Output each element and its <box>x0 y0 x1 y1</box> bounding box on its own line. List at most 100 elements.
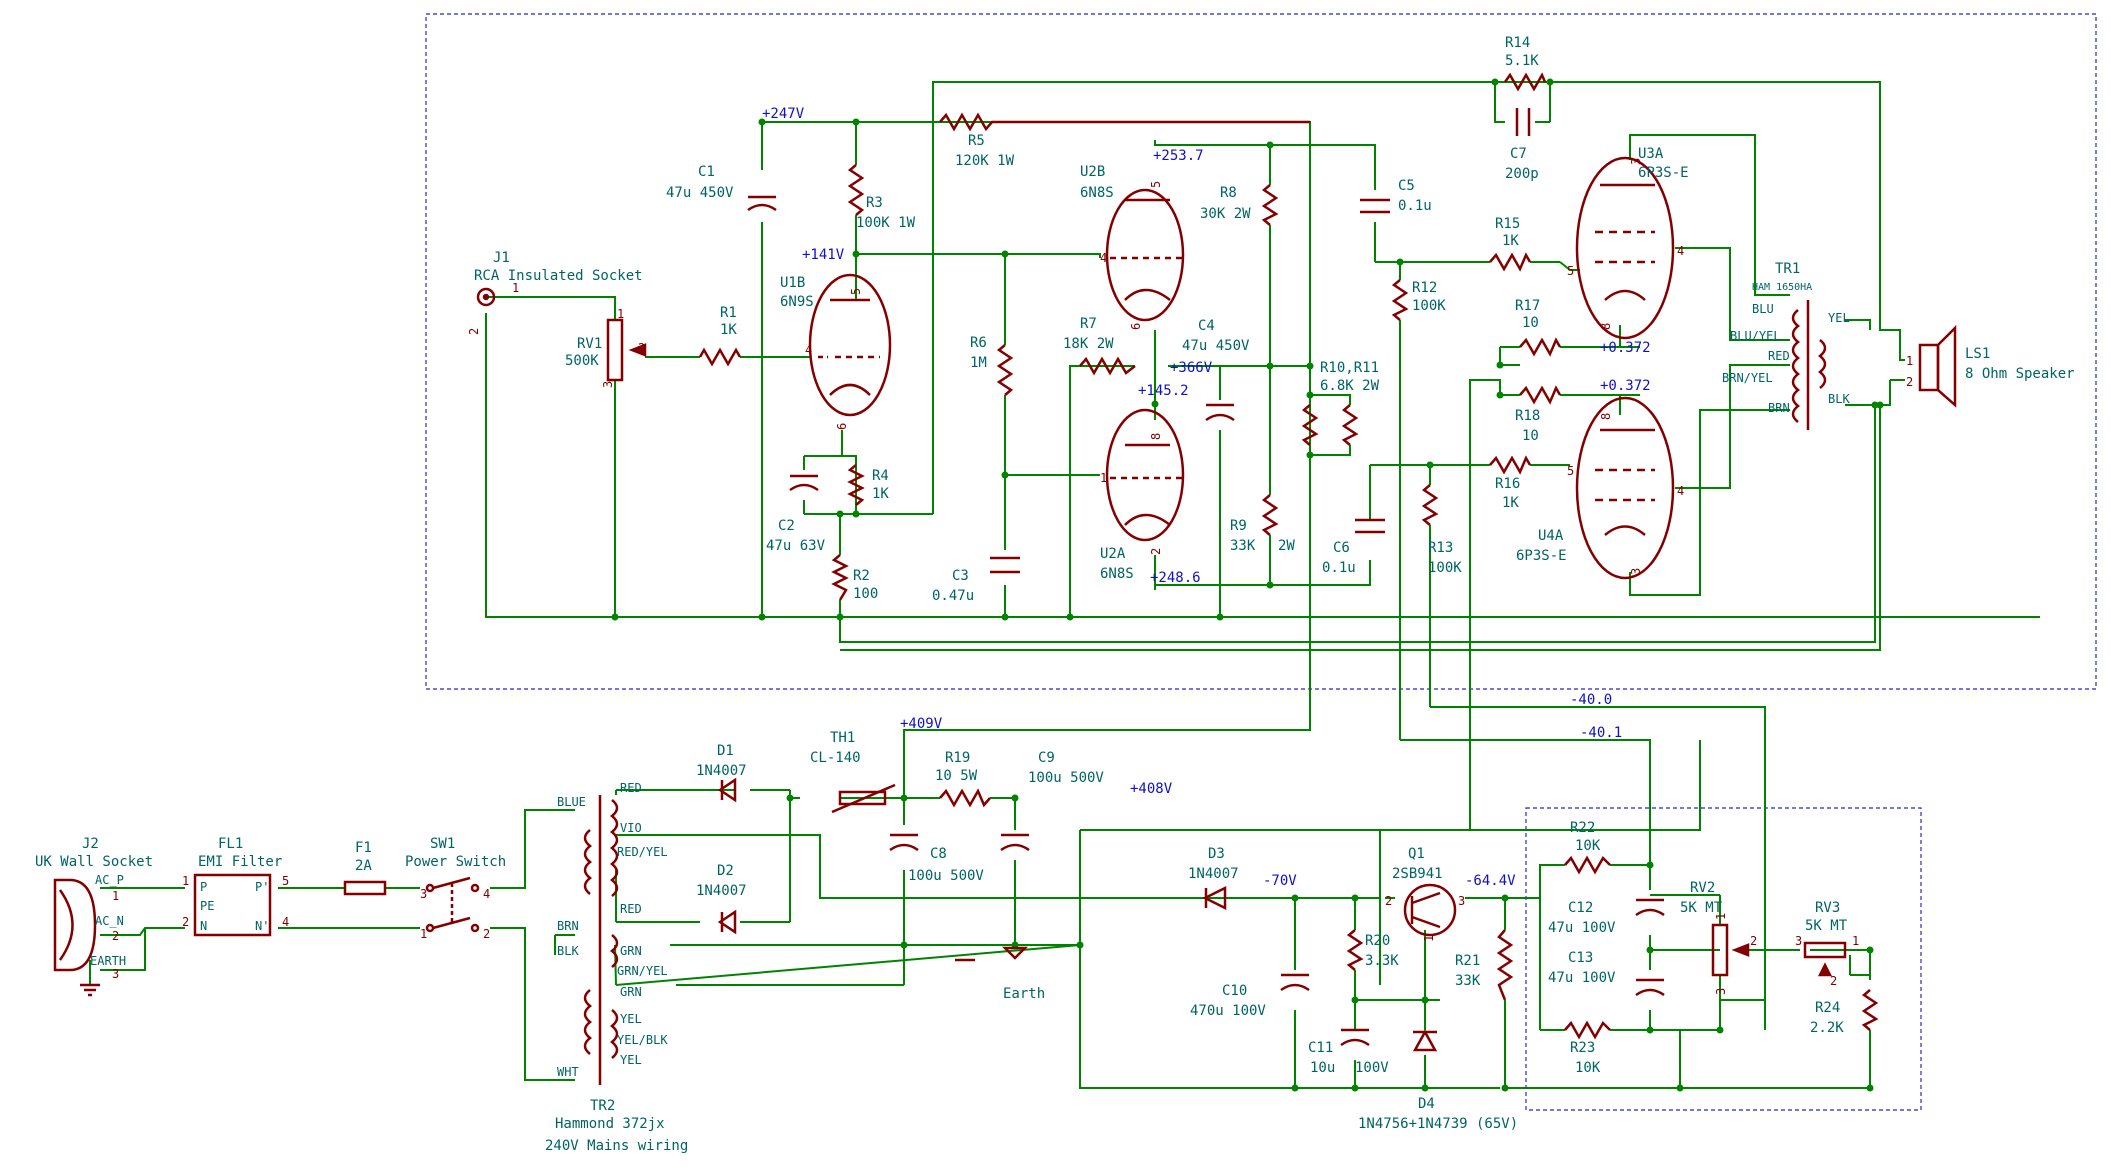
net-0372a: +0.372 <box>1600 340 1651 356</box>
pin-grnyel: GRN/YEL <box>617 964 668 978</box>
pin-names: BLU BLU/YEL RED BRN/YEL BRN YEL BLK BLUE… <box>90 302 1850 1079</box>
svg-text:8: 8 <box>1149 433 1163 440</box>
label-val-q1: 2SB941 <box>1392 866 1443 882</box>
pin-blk: BLK <box>1828 392 1850 406</box>
svg-text:2: 2 <box>1149 548 1163 555</box>
wires <box>89 81 2040 1089</box>
pin-redyel2: RED/YEL <box>617 845 668 859</box>
label-ref-r15: R15 <box>1495 216 1520 232</box>
label-ref-c9: C9 <box>1038 750 1055 766</box>
label-val-r22: 10K <box>1575 838 1601 854</box>
svg-text:3: 3 <box>112 967 119 981</box>
svg-text:2: 2 <box>1906 375 1913 389</box>
label-val-c5: 0.1u <box>1398 198 1432 214</box>
pin-red2a: RED <box>620 781 642 795</box>
pin-blk2: BLK <box>557 944 579 958</box>
label-ref-c8: C8 <box>930 846 947 862</box>
pin-yel: YEL <box>1828 311 1850 325</box>
label-val-u2b: 6N8S <box>1080 185 1114 201</box>
label-ref-r16: R16 <box>1495 476 1520 492</box>
pin-yel2a: YEL <box>620 1012 642 1026</box>
label-val-f1: 2A <box>355 858 372 874</box>
label-val-r6: 1M <box>970 355 987 371</box>
svg-text:3: 3 <box>420 887 427 901</box>
svg-text:1: 1 <box>617 307 624 321</box>
label-val-c8: 100u 500V <box>908 868 984 884</box>
svg-text:4: 4 <box>483 887 490 901</box>
svg-text:4: 4 <box>1100 251 1107 265</box>
label-ref-tr1: TR1 <box>1775 261 1800 277</box>
label-val-r4: 1K <box>872 486 889 502</box>
label-ref-ls1: LS1 <box>1965 346 1990 362</box>
pin-fn2: N' <box>255 919 269 933</box>
label-ref-th1: TH1 <box>830 730 855 746</box>
label-val-j1: RCA Insulated Socket <box>474 268 643 284</box>
svg-text:4: 4 <box>282 915 289 929</box>
net-labels: +247V +141V +253.7 +366V +145.2 +248.6 +… <box>762 106 1651 889</box>
svg-text:5: 5 <box>1149 181 1163 188</box>
label-val-r14: 5.1K <box>1505 53 1539 69</box>
label-ref-r9: R9 <box>1230 518 1247 534</box>
label-ref-u2a: U2A <box>1100 546 1126 562</box>
pin-brn: BRN <box>1768 401 1790 415</box>
label-ref-q1: Q1 <box>1408 846 1425 862</box>
svg-text:3: 3 <box>1458 894 1465 908</box>
svg-text:3: 3 <box>1714 988 1728 995</box>
label-val-c13: 47u 100V <box>1548 970 1616 986</box>
pin-vio: VIO <box>620 821 642 835</box>
svg-text:1: 1 <box>1906 354 1913 368</box>
label-ref-r3: R3 <box>866 195 883 211</box>
label-ref-r17: R17 <box>1515 298 1540 314</box>
pin-blue2: BLUE <box>557 795 586 809</box>
label-ref-r8: R8 <box>1220 185 1237 201</box>
label-val-ls1: 8 Ohm Speaker <box>1965 366 2075 382</box>
net-247: +247V <box>762 106 805 122</box>
svg-text:2: 2 <box>1385 894 1392 908</box>
net-400: -40.0 <box>1570 692 1612 708</box>
svg-text:5: 5 <box>1567 464 1574 478</box>
label-val-r21: 33K <box>1455 973 1481 989</box>
label-ref-c5: C5 <box>1398 178 1415 194</box>
pin-numbers: 1 2 1 2 3 4 5 6 4 5 6 1 8 2 5 4 3 8 5 4 … <box>112 158 1913 995</box>
label-val-c4: 47u 450V <box>1182 338 1250 354</box>
svg-text:3: 3 <box>1629 568 1643 575</box>
label-val-c11-v: 100V <box>1355 1060 1389 1076</box>
label-ref-c3: C3 <box>952 568 969 584</box>
svg-text:8: 8 <box>1599 413 1613 420</box>
svg-text:4: 4 <box>805 343 812 357</box>
pin-acn: AC_N <box>95 914 124 928</box>
label-val-r8: 30K 2W <box>1200 206 1251 222</box>
svg-text:2: 2 <box>638 341 645 355</box>
label-val-r7: 18K 2W <box>1063 336 1114 352</box>
pin-fp1: P <box>200 880 207 894</box>
label-val-d2: 1N4007 <box>696 883 747 899</box>
svg-text:1: 1 <box>1422 935 1436 942</box>
svg-text:2: 2 <box>1750 934 1757 948</box>
label-ref-r19: R19 <box>945 750 970 766</box>
svg-text:2: 2 <box>467 328 481 335</box>
label-ref-rv3: RV3 <box>1815 900 1840 916</box>
net-253: +253.7 <box>1153 148 1204 164</box>
label-ref-r24: R24 <box>1815 1000 1840 1016</box>
label-ref-r6: R6 <box>970 335 987 351</box>
svg-text:5: 5 <box>849 288 863 295</box>
net-0372b: +0.372 <box>1600 378 1651 394</box>
label-val-r24: 2.2K <box>1810 1020 1844 1036</box>
label-val-d1: 1N4007 <box>696 763 747 779</box>
component-symbols <box>53 72 1957 1085</box>
label-ref-j1: J1 <box>493 250 510 266</box>
pin-brn2: BRN <box>557 919 579 933</box>
label-ref-d1: D1 <box>717 743 734 759</box>
label-gnd: Earth <box>1003 986 1045 1002</box>
label-ref-r10: R10,R11 <box>1320 360 1379 376</box>
label-ref-u3a: U3A <box>1638 146 1664 162</box>
label-val-j2: UK Wall Socket <box>35 854 153 870</box>
label-ref-f1: F1 <box>355 840 372 856</box>
pin-earth: EARTH <box>90 954 126 968</box>
label-ref-r5: R5 <box>968 133 985 149</box>
net-644: -64.4V <box>1465 873 1516 889</box>
svg-text:2: 2 <box>483 927 490 941</box>
label-val-r17: 10 <box>1522 315 1539 331</box>
label-ref-u4a: U4A <box>1538 528 1564 544</box>
pin-yelblk: YEL/BLK <box>617 1033 668 1047</box>
